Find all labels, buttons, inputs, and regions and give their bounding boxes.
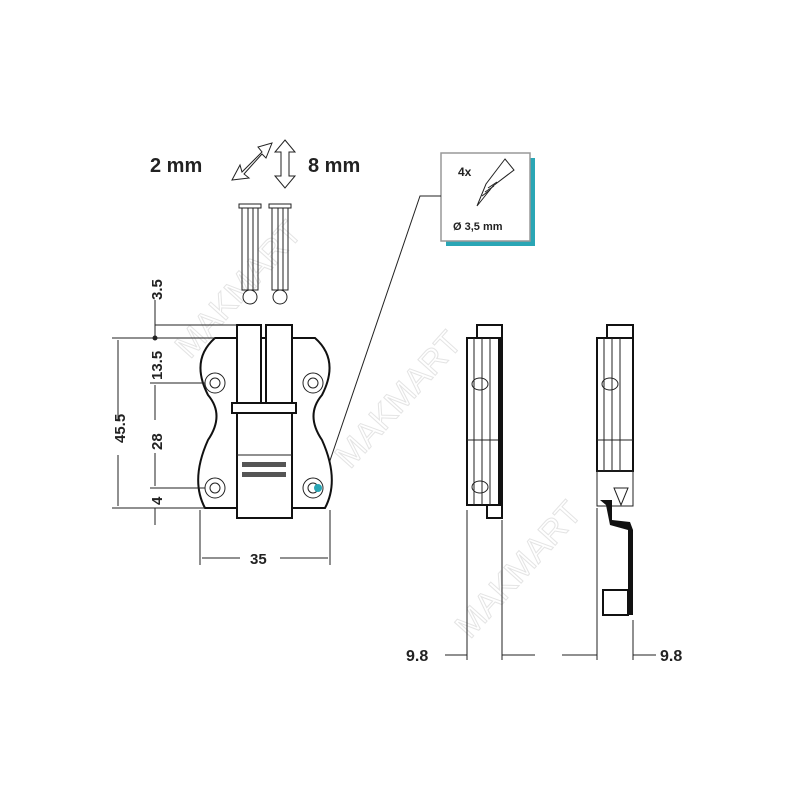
svg-text:MAKMART: MAKMART xyxy=(448,494,590,645)
leader-line xyxy=(321,195,441,485)
screw-callout: 4x Ø 3,5 mm xyxy=(440,152,535,246)
dimension-top-offset: 3.5 xyxy=(149,279,166,300)
screw-icon xyxy=(476,158,515,207)
dowel-icon xyxy=(238,203,292,305)
screw-diameter: Ø 3,5 mm xyxy=(453,221,503,233)
dimension-bottom-offset: 4 xyxy=(149,496,166,505)
dimension-right-depth: 9.8 xyxy=(660,648,682,665)
dimension-left-depth: 9.8 xyxy=(406,648,428,665)
hinge-side-view-left xyxy=(445,324,535,660)
lateral-adjustment-label: 2 mm xyxy=(150,155,202,177)
svg-text:MAKMART: MAKMART xyxy=(328,324,470,475)
dimension-hole-spacing: 28 xyxy=(149,433,166,450)
dimension-width: 35 xyxy=(250,551,267,568)
screw-quantity: 4x xyxy=(458,165,472,179)
hinge-side-view-right xyxy=(562,324,656,660)
vertical-double-arrow-icon xyxy=(273,139,297,189)
dimension-total-height: 45.5 xyxy=(112,414,129,443)
front-dimension-lines xyxy=(112,300,331,565)
screw-hole-icon xyxy=(204,372,324,499)
diagonal-double-arrow-icon xyxy=(231,142,273,181)
hinge-front-view xyxy=(197,324,333,519)
vertical-adjustment-label: 8 mm xyxy=(308,155,360,177)
highlight-dot xyxy=(314,484,322,492)
dimension-upper-hole: 13.5 xyxy=(149,351,166,380)
